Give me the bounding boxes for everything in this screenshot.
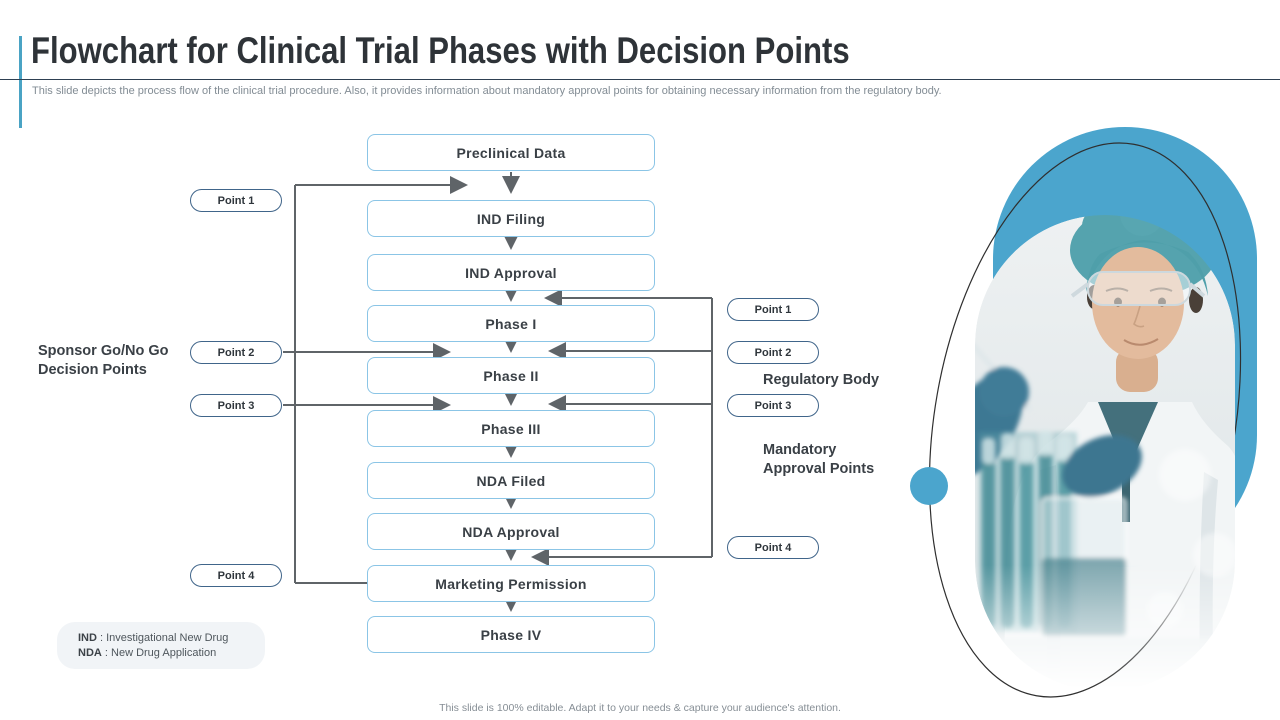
pill-label: Point 4 bbox=[217, 569, 255, 582]
blue-dot-accent bbox=[910, 467, 948, 505]
slide-subtitle: This slide depicts the process flow of t… bbox=[32, 85, 942, 97]
left-pill-point-1: Point 1 bbox=[190, 189, 282, 212]
legend-full: New Drug Application bbox=[111, 646, 217, 659]
flow-step-label: Phase IV bbox=[480, 626, 542, 643]
flow-step-nda-approval: NDA Approval bbox=[367, 513, 655, 550]
left-pill-point-4: Point 4 bbox=[190, 564, 282, 587]
flow-step-phase-1: Phase I bbox=[367, 305, 655, 342]
page-title: Flowchart for Clinical Trial Phases with… bbox=[31, 30, 850, 71]
lab-scientist-photo bbox=[910, 127, 1257, 698]
title-accent-line bbox=[19, 36, 22, 128]
flow-step-preclinical-data: Preclinical Data bbox=[367, 134, 655, 171]
flow-step-label: Phase II bbox=[483, 367, 539, 384]
abbreviation-legend: IND : Investigational New Drug NDA : New… bbox=[57, 622, 265, 669]
flow-step-nda-filed: NDA Filed bbox=[367, 462, 655, 499]
left-pill-point-2: Point 2 bbox=[190, 341, 282, 364]
legend-abbr: IND bbox=[78, 632, 97, 644]
flow-step-phase-4: Phase IV bbox=[367, 616, 655, 653]
legend-sep: : bbox=[96, 632, 107, 644]
sponsor-decision-label: Sponsor Go/No Go Decision Points bbox=[38, 343, 169, 379]
flow-step-marketing-permission: Marketing Permission bbox=[367, 565, 655, 602]
right-pill-point-1: Point 1 bbox=[727, 298, 819, 321]
pill-label: Point 1 bbox=[754, 303, 792, 316]
flow-step-phase-2: Phase II bbox=[367, 357, 655, 394]
flow-step-phase-3: Phase III bbox=[367, 410, 655, 447]
title-divider bbox=[0, 79, 1280, 80]
photo-scene bbox=[975, 215, 1235, 691]
right-pill-point-3: Point 3 bbox=[727, 394, 819, 417]
flow-step-ind-filing: IND Filing bbox=[367, 200, 655, 237]
right-pill-point-2: Point 2 bbox=[727, 341, 819, 364]
pill-label: Point 3 bbox=[217, 399, 255, 412]
mandatory-approval-label: Mandatory Approval Points bbox=[763, 442, 875, 478]
legend-sep: : bbox=[101, 646, 112, 659]
flow-step-label: Phase III bbox=[481, 420, 541, 437]
flow-step-label: Preclinical Data bbox=[456, 144, 566, 161]
footer-note: This slide is 100% editable. Adapt it to… bbox=[439, 702, 841, 714]
flow-step-label: Phase I bbox=[485, 315, 537, 332]
pill-label: Point 3 bbox=[754, 399, 792, 412]
pill-label: Point 2 bbox=[217, 346, 255, 359]
pill-label: Point 2 bbox=[754, 346, 792, 359]
flow-step-label: IND Approval bbox=[465, 264, 557, 281]
left-pill-point-3: Point 3 bbox=[190, 394, 282, 417]
legend-full: Investigational New Drug bbox=[106, 632, 229, 644]
flow-step-label: NDA Approval bbox=[462, 523, 560, 540]
flow-step-label: IND Filing bbox=[476, 210, 546, 227]
flow-step-label: Marketing Permission bbox=[435, 575, 587, 592]
flow-step-ind-approval: IND Approval bbox=[367, 254, 655, 291]
pill-label: Point 1 bbox=[217, 194, 255, 207]
right-pill-point-4: Point 4 bbox=[727, 536, 819, 559]
flow-step-label: NDA Filed bbox=[476, 472, 546, 489]
regulatory-body-label: Regulatory Body bbox=[763, 372, 880, 388]
legend-abbr: NDA bbox=[78, 646, 102, 659]
legend-line-nda: NDA : New Drug Application bbox=[78, 646, 265, 661]
legend-line-ind: IND : Investigational New Drug bbox=[78, 631, 265, 646]
pill-label: Point 4 bbox=[754, 541, 792, 554]
